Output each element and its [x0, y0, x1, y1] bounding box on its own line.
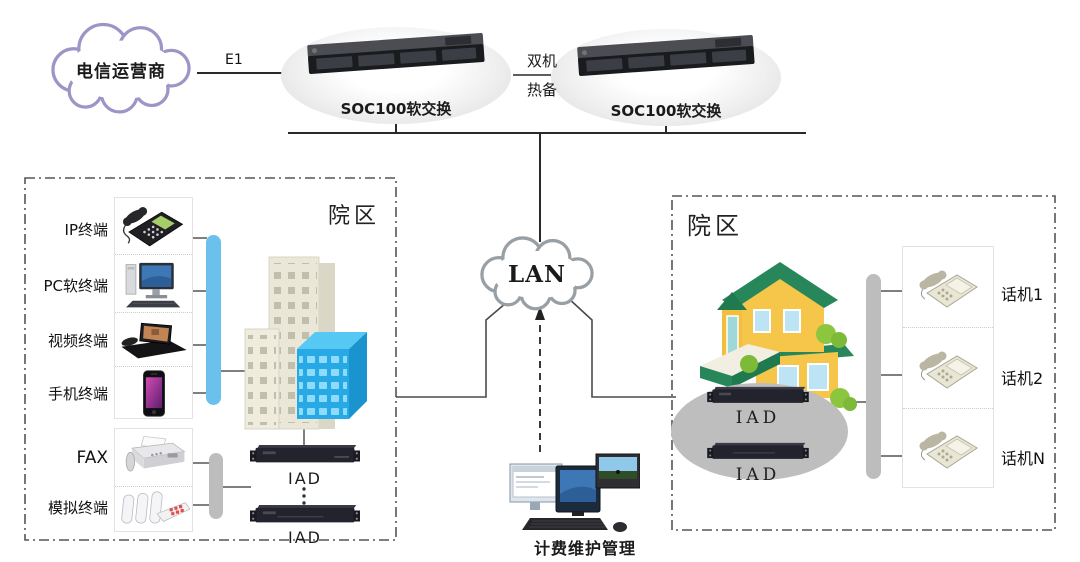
video-terminal-icon — [115, 313, 192, 367]
label-mobile-terminal: 手机终端 — [47, 385, 108, 403]
label-ip-terminal: IP终端 — [64, 221, 108, 239]
terminal-panel — [114, 197, 193, 419]
server-icon — [304, 32, 488, 79]
access-bar-gray-right — [866, 274, 881, 479]
desk-phone-icon — [903, 328, 993, 409]
iad-label-1: IAD — [288, 469, 322, 488]
right-campus-title: 院区 — [687, 212, 743, 240]
label-phone-1: 话机1 — [1001, 285, 1044, 304]
analog-panel — [114, 428, 193, 532]
label-analog-terminal: 模拟终端 — [47, 499, 108, 517]
stub-lines — [193, 237, 902, 506]
right-campus-border — [671, 195, 1056, 531]
house-icon — [692, 248, 858, 420]
ha-label-line1: 双机 — [526, 52, 557, 70]
smartphone-icon — [115, 367, 192, 420]
analog-phones-icon — [115, 487, 192, 531]
lan-cloud-label: LAN — [507, 260, 567, 288]
label-phone-n: 话机N — [1001, 449, 1045, 468]
server-icon — [574, 34, 758, 81]
telecom-cloud-label: 电信运营商 — [76, 61, 166, 82]
lan-to-left-campus-line — [396, 296, 514, 398]
desk-phone-icon — [903, 247, 993, 328]
softswitch-a: SOC100软交换 — [281, 27, 511, 124]
softswitch-b-label: SOC100软交换 — [610, 102, 722, 120]
access-bar-gray-left — [209, 453, 223, 519]
left-campus-title: 院区 — [328, 204, 381, 229]
cloud-icon — [51, 22, 191, 114]
iad-device — [702, 442, 814, 464]
billing-workstation-icon — [508, 450, 640, 534]
softswitch-a-label: SOC100软交换 — [340, 100, 452, 118]
iad-device — [250, 444, 360, 468]
label-fax: FAX — [76, 448, 109, 468]
lan-to-right-campus-line — [566, 296, 676, 398]
e1-label: E1 — [225, 52, 243, 68]
telecom-cloud: 电信运营商 — [40, 18, 202, 120]
label-pc-soft-terminal: PC软终端 — [43, 277, 108, 295]
fax-icon — [115, 429, 192, 487]
ip-phone-icon — [115, 198, 192, 255]
blue-building-icon — [293, 327, 369, 423]
access-bar-blue — [206, 235, 221, 405]
pc-icon — [115, 255, 192, 313]
lan-cloud: LAN — [470, 234, 604, 314]
ha-label-line2: 热备 — [526, 81, 557, 99]
billing-link-arrow — [535, 306, 545, 452]
iad-device — [702, 386, 814, 408]
desk-phone-icon — [903, 409, 993, 487]
iad-device — [250, 504, 360, 528]
softswitch-b: SOC100软交换 — [551, 29, 781, 126]
label-phone-2: 话机2 — [1001, 369, 1044, 388]
iad-label-right-2: IAD — [735, 465, 781, 485]
iad-label-right-1: IAD — [735, 408, 781, 428]
label-video-terminal: 视频终端 — [47, 332, 108, 350]
phone-panel — [902, 246, 994, 488]
left-campus-border — [24, 177, 397, 541]
cloud-icon — [480, 236, 594, 311]
billing-label: 计费维护管理 — [534, 539, 637, 558]
iad-label-2: IAD — [288, 528, 322, 547]
